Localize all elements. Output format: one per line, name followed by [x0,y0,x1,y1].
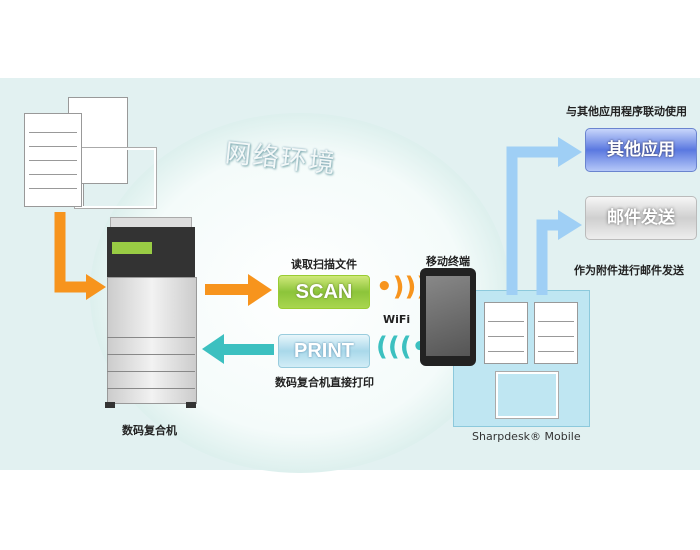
email-caption: 作为附件进行邮件发送 [574,264,684,277]
scan-button[interactable]: SCAN [278,275,370,309]
mobile-photo [495,371,559,419]
input-arrow-head [86,274,106,300]
app-link-arrows [506,137,582,295]
email-send-button[interactable]: 邮件发送 [585,196,697,240]
input-arrow [54,212,88,293]
print-caption: 数码复合机直接打印 [275,376,374,389]
other-apps-button[interactable]: 其他应用 [585,128,697,172]
mobile-document [484,302,528,364]
print-arrow [202,334,274,364]
document-form [24,113,82,207]
scan-flow-arrows [54,212,272,306]
other-apps-caption: 与其他应用程序联动使用 [566,105,687,118]
wifi-send-icon: •))) [376,272,429,302]
wifi-label: WiFi [383,313,411,326]
scan-arrow [205,284,250,295]
mobile-label: 移动终端 [426,255,470,268]
scan-caption: 读取扫描文件 [291,258,357,271]
scan-arrow-head [248,274,272,306]
wifi-receive-icon: (((• [376,332,429,362]
print-button[interactable]: PRINT [278,334,370,368]
flower-photo [74,147,157,209]
sharpdesk-label: Sharpdesk® Mobile [472,430,581,443]
mfp-label: 数码复合机 [122,424,177,437]
tablet-image [420,268,476,366]
mobile-document [534,302,578,364]
mfp-printer-image [100,212,200,412]
